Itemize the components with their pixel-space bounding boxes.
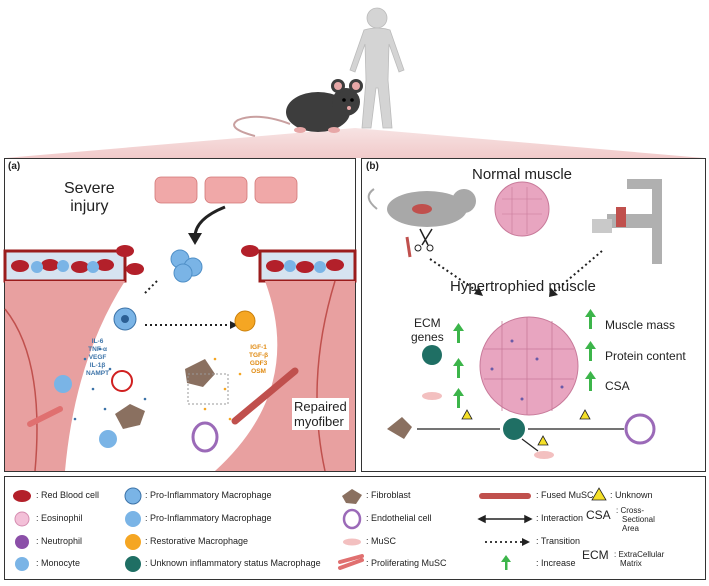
panel-a-label: (a) bbox=[8, 161, 21, 172]
rbc-cluster bbox=[11, 245, 344, 275]
red-blood-cell-icon bbox=[13, 490, 31, 502]
panel-b-illustration bbox=[367, 179, 662, 459]
legend-unknown-macrophage: : Unknown inflammatory status Macrophage bbox=[145, 558, 321, 568]
pro-inflammatory-macrophage-2-icon bbox=[125, 511, 141, 527]
pro-inflammatory-macrophage-icon bbox=[124, 487, 142, 505]
legend-pro-inflammatory-2: : Pro-Inflammatory Macrophage bbox=[145, 513, 272, 523]
fibroblast-icon bbox=[342, 489, 362, 504]
exercise-machine-icon bbox=[592, 179, 662, 264]
hypertrophied-muscle-title: Hypertrophied muscle bbox=[450, 278, 596, 295]
pro-inflammatory-factors: IL-6 TNF-α VEGF IL-1β NAMPT bbox=[86, 338, 110, 377]
legend-transition: : Transition bbox=[536, 536, 581, 546]
legend-ecm-def: : ExtraCellular Matrix bbox=[614, 550, 665, 568]
increase-csa: CSA bbox=[605, 379, 630, 393]
legend-interaction: : Interaction bbox=[536, 513, 584, 523]
monocyte-icon bbox=[15, 557, 29, 571]
legend-endothelial: : Endothelial cell bbox=[366, 513, 432, 523]
proliferating-musc-icon bbox=[338, 554, 364, 570]
legend-icons bbox=[13, 487, 607, 572]
musc-icon bbox=[343, 538, 361, 546]
fibroblast-cell bbox=[115, 404, 145, 429]
legend-unknown: : Unknown bbox=[610, 490, 653, 500]
neutrophil-cell bbox=[111, 370, 133, 392]
repaired-myofiber-label: Repaired myofiber bbox=[292, 398, 349, 430]
ecm-mesh bbox=[187, 373, 229, 405]
restorative-macrophage-icon bbox=[125, 534, 141, 550]
legend-fibroblast: : Fibroblast bbox=[366, 490, 411, 500]
extravasating-monocytes bbox=[170, 249, 203, 283]
top-illustration bbox=[5, 7, 704, 158]
severe-injury-label: Severe injury bbox=[64, 180, 115, 215]
legend-proliferating-musc: : Proliferating MuSC bbox=[366, 558, 447, 568]
restorative-macrophage bbox=[234, 310, 256, 332]
human-icon bbox=[349, 7, 405, 129]
fused-musc bbox=[231, 367, 299, 425]
unknown-macrophage bbox=[422, 345, 442, 365]
normal-muscle-histology bbox=[494, 181, 550, 237]
injury-arrow bbox=[193, 205, 226, 238]
restorative-factors: IGF-1 TGF-β GDF3 OSM bbox=[249, 344, 269, 375]
endothelial-ring bbox=[191, 421, 219, 453]
legend-musc: : MuSC bbox=[366, 536, 397, 546]
increase-arrow-icon bbox=[501, 555, 511, 570]
increase-muscle-mass: Muscle mass bbox=[605, 318, 676, 332]
normal-muscle-title: Normal muscle bbox=[472, 166, 573, 183]
broken-muscle-fibers bbox=[154, 176, 298, 204]
legend-pro-inflammatory-1: : Pro-Inflammatory Macrophage bbox=[145, 490, 272, 500]
gray-mouse-icon bbox=[367, 188, 476, 227]
legend-neutrophil: : Neutrophil bbox=[36, 536, 83, 546]
vessel-monocytes bbox=[31, 260, 326, 273]
zoom-fan bbox=[5, 128, 704, 158]
legend-fused-musc: : Fused MuSC bbox=[536, 490, 594, 500]
legend-increase: : Increase bbox=[536, 558, 576, 568]
panel-b-label: (b) bbox=[366, 161, 379, 172]
hypertrophied-muscle-histology bbox=[479, 316, 579, 416]
legend-csa-abbr: CSA bbox=[586, 508, 611, 522]
legend-restorative: : Restorative Macrophage bbox=[145, 536, 249, 546]
legend-rbc: : Red Blood cell bbox=[36, 490, 100, 500]
scissors-icon bbox=[419, 228, 433, 246]
ecm-genes-label: ECM genes bbox=[411, 316, 444, 344]
unknown-triangle-icon bbox=[591, 487, 607, 501]
legend-eosinophil: : Eosinophil bbox=[36, 513, 83, 523]
interaction-arrow-icon bbox=[477, 514, 533, 524]
endothelial-cell-icon bbox=[342, 508, 362, 530]
unknown-macrophage-icon bbox=[125, 556, 141, 572]
legend-csa-def: : Cross- Sectional Area bbox=[616, 506, 655, 533]
eosinophil-icon bbox=[14, 511, 30, 527]
growth-factor-dots bbox=[193, 357, 242, 431]
unknown-triangles bbox=[461, 409, 591, 446]
legend-ecm-abbr: ECM bbox=[582, 548, 609, 562]
increase-protein-content: Protein content bbox=[605, 349, 686, 363]
transition-arrow-icon bbox=[485, 538, 530, 546]
increase-arrows bbox=[453, 309, 596, 408]
mouse-icon bbox=[233, 79, 363, 137]
legend-monocyte: : Monocyte bbox=[36, 558, 81, 568]
neutrophil-icon bbox=[15, 535, 29, 549]
